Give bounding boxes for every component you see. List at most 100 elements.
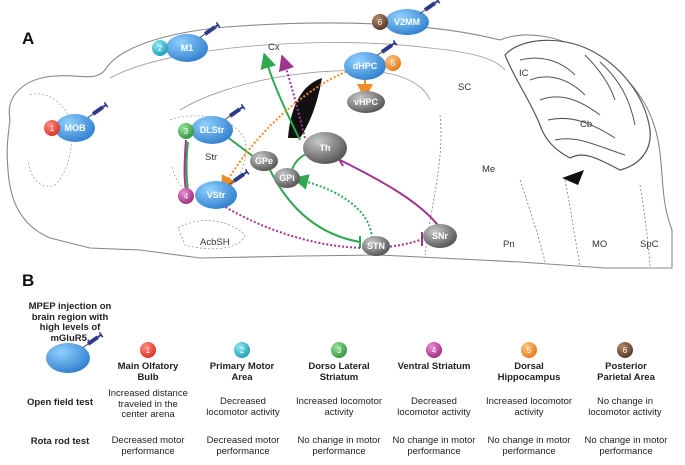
column-2-number: 2 — [240, 346, 245, 355]
gpi-node — [274, 168, 300, 188]
mob-label: MOB — [65, 123, 86, 133]
legend-injection-node — [46, 343, 90, 373]
vhpc-node — [347, 91, 385, 113]
vstr-node — [195, 181, 237, 209]
stn-node — [362, 236, 390, 256]
lateral-ventricle — [288, 78, 322, 138]
number-6-label: 6 — [378, 18, 383, 27]
column-5-number: 5 — [527, 346, 532, 355]
column-6-header: Posterior Parietal Area — [597, 361, 655, 383]
number-3-label: 3 — [184, 127, 189, 136]
acbsh-outline — [177, 220, 246, 250]
number-1-label: 1 — [50, 124, 55, 133]
stn-label: STN — [367, 241, 385, 251]
open-field-cell-6: No change in locomotor activity — [588, 396, 662, 418]
number-2-label: 2 — [158, 44, 163, 53]
column-6-number: 6 — [623, 346, 628, 355]
column-3-number: 3 — [337, 346, 342, 355]
vhpc-label: vHPC — [354, 97, 379, 107]
cortex-boundary — [109, 42, 506, 79]
striatum-outline — [169, 115, 247, 201]
open-field-cell-5: Increased locomotor activity — [485, 396, 573, 418]
dhpc-node — [344, 52, 386, 80]
green-path-dlstr-vstr — [185, 141, 189, 191]
number-5-badge — [385, 55, 401, 71]
brain-outline — [6, 22, 673, 269]
rota-rod-cell-6: No change in motor performance — [584, 435, 668, 457]
purple-path-vstr-snr — [221, 204, 421, 249]
label-cx: Cx — [268, 42, 280, 53]
number-1-badge — [44, 120, 60, 136]
number-3-badge — [178, 123, 194, 139]
column-4-number: 4 — [432, 346, 437, 355]
orange-path-dhpc-vstr — [221, 69, 351, 192]
column-2-badge — [234, 342, 250, 358]
snr-node — [423, 224, 457, 248]
column-1-header: Main Olfatory Bulb — [117, 361, 179, 383]
column-3-header: Dorso Lateral Striatum — [308, 361, 370, 383]
column-2-header: Primary Motor Area — [209, 361, 275, 383]
cerebellum-outline — [504, 39, 651, 171]
open-field-cell-3: Increased locomotor activity — [295, 396, 383, 418]
m1-label: M1 — [181, 43, 194, 53]
open-field-cell-2: Decreased locomotor activity — [206, 396, 280, 418]
syringe-icon — [222, 103, 246, 123]
column-5-header: Dorsal Hippocampus — [497, 361, 561, 383]
row-open-field-header: Open field test — [27, 397, 93, 408]
th-label: Th — [320, 143, 331, 153]
row-rota-rod-header: Rota rod test — [30, 436, 90, 447]
number-2-badge — [152, 40, 168, 56]
label-cb: Cb — [580, 119, 592, 130]
gpe-node — [250, 151, 278, 171]
th-node — [303, 132, 347, 164]
number-5-label: 5 — [391, 59, 396, 68]
column-1-badge — [140, 342, 156, 358]
purple-path-vstr-dlstr — [183, 139, 187, 191]
cerebellum-folia — [519, 54, 636, 156]
label-str: Str — [205, 152, 217, 163]
number-4-badge — [178, 188, 194, 204]
syringe-icon — [226, 168, 250, 188]
v2mm-label: V2MM — [394, 17, 420, 27]
syringe-icon — [197, 21, 221, 41]
label-sc: SC — [458, 82, 471, 93]
label-pn: Pn — [503, 239, 515, 250]
column-5-badge — [521, 342, 537, 358]
syringe-icon — [85, 101, 109, 121]
dhpc-label: dHPC — [353, 61, 378, 71]
purple-path-th-cx — [278, 54, 306, 139]
label-acbsh: AcbSH — [200, 237, 230, 248]
panel-a-letter: A — [22, 29, 34, 48]
fourth-ventricle — [562, 170, 584, 185]
green-path-th-cx — [260, 52, 301, 141]
column-1-number: 1 — [146, 346, 151, 355]
legend-text: MPEP injection on brain region with high… — [28, 301, 112, 344]
number-4-label: 4 — [184, 192, 189, 201]
mob-node — [55, 114, 95, 142]
snr-label: SNr — [432, 231, 449, 241]
rota-rod-cell-4: No change in motor performance — [392, 435, 476, 457]
column-4-badge — [426, 342, 442, 358]
open-field-cell-4: Decreased locomotor activity — [397, 396, 471, 418]
vstr-label: VStr — [207, 190, 226, 200]
green-path-stn-gpi — [292, 174, 373, 239]
column-4-header: Ventral Striatum — [397, 361, 471, 372]
rota-rod-cell-5: No change in motor performance — [487, 435, 571, 457]
number-6-badge — [372, 14, 388, 30]
gpe-label: GPe — [255, 156, 273, 166]
m1-node — [166, 34, 208, 62]
v2mm-node — [385, 9, 429, 35]
label-ic: IC — [519, 68, 529, 79]
gpi-label: GPi — [279, 173, 295, 183]
dlstr-label: DLStr — [200, 125, 225, 135]
dlstr-node — [191, 116, 233, 144]
purple-path-snr-th — [339, 159, 441, 229]
open-field-cell-1: Increased distance traveled in the cente… — [108, 388, 188, 420]
column-3-badge — [331, 342, 347, 358]
rota-rod-cell-3: No change in motor performance — [297, 435, 381, 457]
column-6-badge — [617, 342, 633, 358]
label-me: Me — [482, 164, 495, 175]
label-spc: SpC — [640, 239, 659, 250]
